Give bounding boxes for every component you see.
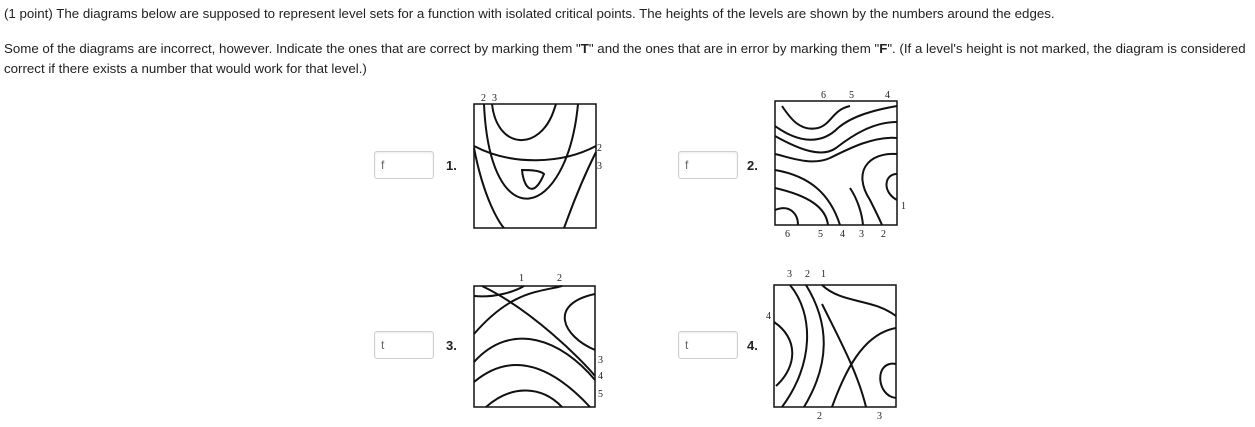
answer-input-1[interactable] (374, 151, 434, 179)
diagram-3-label-right-5: 5 (598, 389, 603, 400)
diagram-2-label-top-4: 4 (885, 90, 890, 101)
item-number-3: 3. (446, 338, 457, 353)
diagram-3-label-right-3: 3 (598, 355, 603, 366)
diagram-4-level-curves (773, 284, 897, 408)
points-label: (1 point) (4, 6, 53, 21)
diagram-3-level-curves (473, 285, 596, 408)
diagram-3-label-top-2: 2 (557, 273, 562, 284)
diagram-2-label-bottom-5: 5 (818, 229, 823, 240)
diagram-4-label-bottom-2: 2 (817, 411, 822, 422)
diagram-4-label-top-3: 3 (787, 269, 792, 280)
diagram-1-label-right-3: 3 (597, 161, 602, 172)
diagram-4-label-top-2: 2 (805, 269, 810, 280)
instructions-T: T (580, 41, 589, 56)
diagram-1-label-right-2: 2 (597, 143, 602, 154)
diagram-2-label-top-5: 5 (849, 90, 854, 101)
problem-intro: (1 point) The diagrams below are suppose… (4, 5, 1055, 22)
diagram-2-label-bottom-4: 4 (840, 229, 845, 240)
diagram-3-frame (473, 285, 596, 408)
diagram-4-frame (773, 284, 897, 408)
answer-input-3[interactable] (374, 331, 434, 359)
diagram-2-label-bottom-2: 2 (881, 229, 886, 240)
answer-input-2[interactable] (678, 151, 738, 179)
instructions-part1: Some of the diagrams are incorrect, howe… (4, 41, 581, 56)
diagram-1-level-curves (473, 103, 597, 229)
diagram-2-label-bottom-6: 6 (785, 229, 790, 240)
level-set-diagram-1: 2 3 2 3 (472, 90, 612, 240)
diagram-1-label-top-2: 2 (481, 93, 486, 104)
instructions-F: F (879, 41, 888, 56)
diagram-1-label-top-3: 3 (492, 93, 497, 104)
intro-text: The diagrams below are supposed to repre… (56, 6, 1055, 21)
item-number-1: 1. (446, 158, 457, 173)
level-set-diagram-2: 6 5 4 1 6 5 4 3 2 (770, 88, 910, 243)
diagram-4-label-bottom-3: 3 (877, 411, 882, 422)
diagram-1-frame (473, 103, 597, 229)
answer-input-4[interactable] (678, 331, 738, 359)
diagram-3-label-top-1: 1 (519, 273, 524, 284)
diagram-2-frame (774, 100, 898, 226)
diagram-2-label-top-6: 6 (821, 90, 826, 101)
diagram-4-label-top-1: 1 (821, 269, 826, 280)
diagram-2-label-right-1: 1 (901, 201, 906, 212)
instructions-part3: ". (If a level's height is not marked, t… (4, 41, 1246, 76)
level-set-diagram-4: 3 2 1 4 2 3 (762, 264, 902, 426)
diagram-3-label-right-4: 4 (598, 371, 603, 382)
diagram-2-label-bottom-3: 3 (859, 229, 864, 240)
diagram-2-level-curves (774, 105, 898, 226)
item-number-4: 4. (747, 338, 758, 353)
instructions-part2: " and the ones that are in error by mark… (588, 41, 880, 56)
diagram-4-label-left-4: 4 (766, 311, 771, 322)
item-number-2: 2. (747, 158, 758, 173)
level-set-diagram-3: 1 2 3 4 5 (472, 270, 612, 415)
instructions: Some of the diagrams are incorrect, howe… (4, 39, 1249, 78)
